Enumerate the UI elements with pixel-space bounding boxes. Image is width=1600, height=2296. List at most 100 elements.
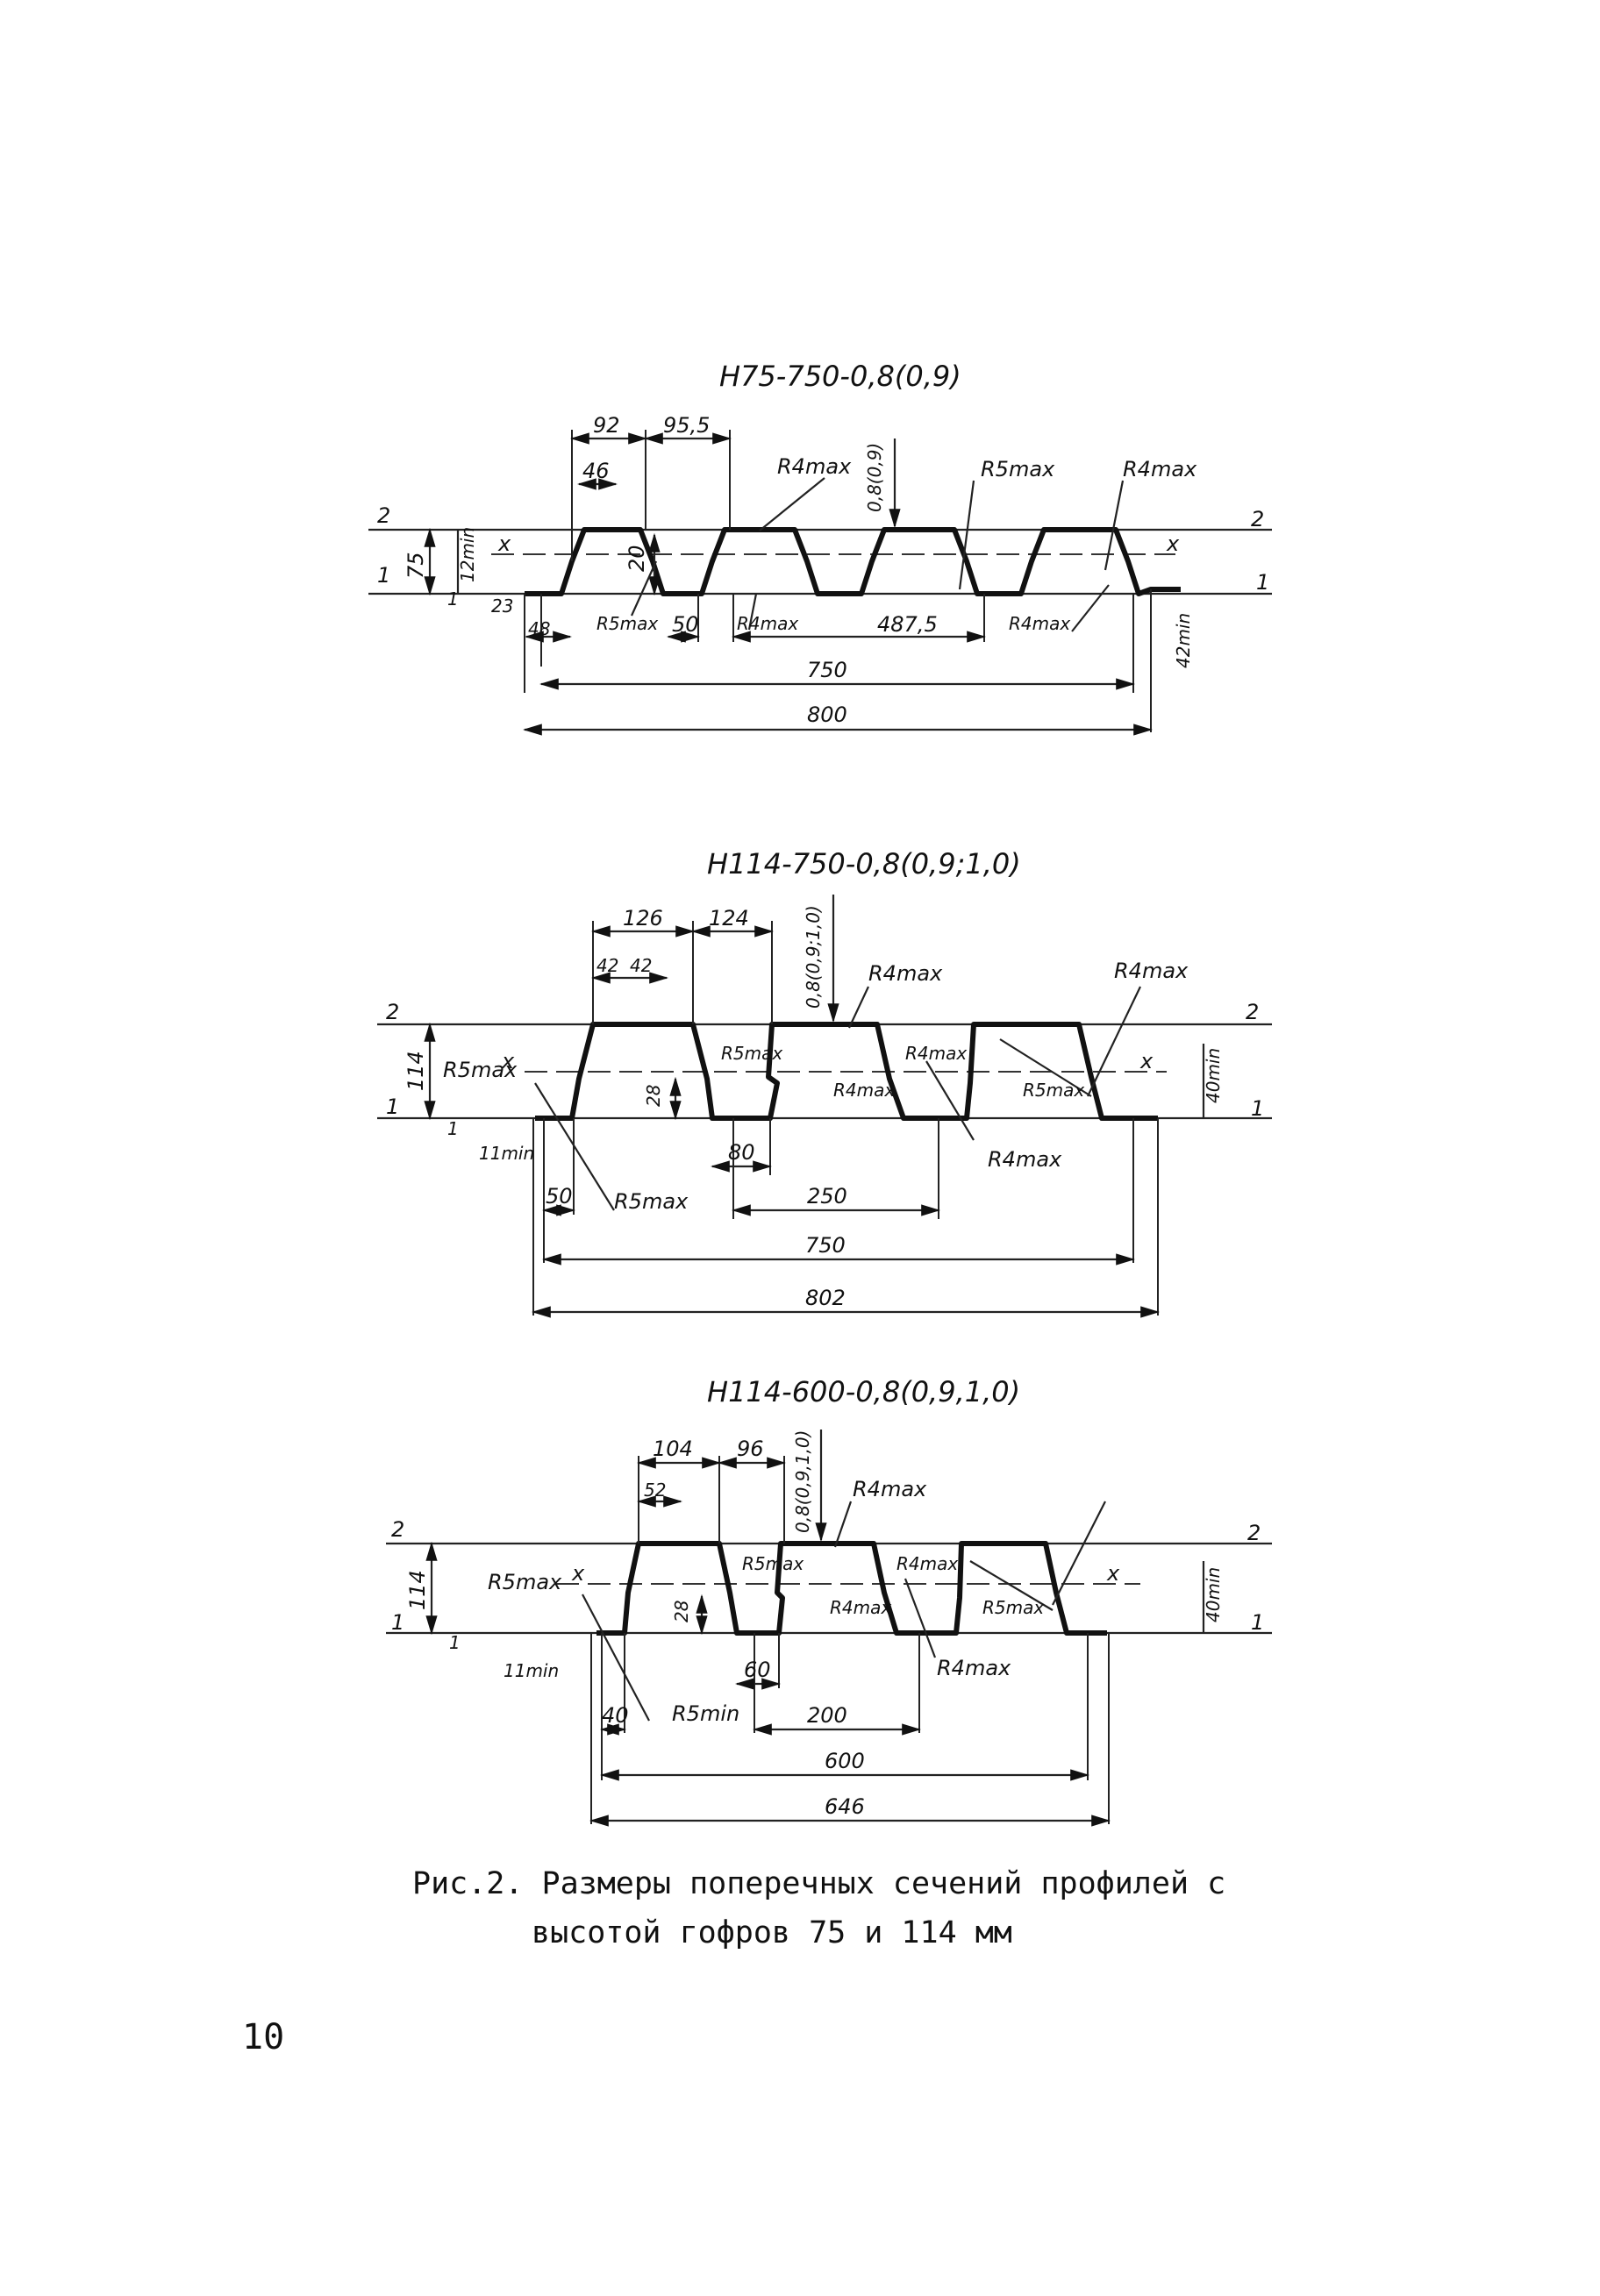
label-level-2-left: 2 — [377, 503, 390, 528]
leader — [999, 1038, 1092, 1097]
label-1-height: 1 — [447, 1118, 459, 1139]
label-250: 250 — [807, 1184, 847, 1209]
label-level-2-right: 2 — [1246, 1000, 1259, 1024]
leader — [958, 480, 975, 590]
label-thickness: 0,8(0,9;1,0) — [803, 905, 824, 1009]
label-r4max: R4max — [777, 454, 852, 479]
leader — [759, 477, 825, 531]
label-r4max: R4max — [833, 1080, 895, 1101]
label-axis-x-left: x — [497, 531, 511, 556]
label-r5max: R5max — [614, 1189, 689, 1214]
label-28: 28 — [671, 1601, 692, 1622]
label-114: 114 — [404, 1051, 428, 1091]
label-level-1-right: 1 — [1251, 1610, 1264, 1635]
leader — [848, 986, 869, 1029]
label-r5max: R5max — [981, 457, 1055, 481]
label-r4max: R4max — [1009, 613, 1070, 634]
label-level-2-right: 2 — [1251, 507, 1264, 531]
label-28: 28 — [643, 1085, 664, 1107]
label-104: 104 — [653, 1437, 693, 1461]
figure-title: H114-600-0,8(0,9,1,0) — [707, 1375, 1020, 1408]
label-r5max: R5max — [488, 1570, 562, 1594]
label-r4max: R4max — [988, 1147, 1062, 1172]
figure-title: H114-750-0,8(0,9;1,0) — [707, 847, 1021, 881]
label-level-1-left: 1 — [386, 1095, 399, 1119]
label-95-5: 95,5 — [663, 413, 710, 438]
label-level-1-left: 1 — [377, 563, 390, 588]
label-r5max: R5max — [443, 1058, 518, 1082]
label-12min: 12min — [457, 527, 478, 582]
label-level-1-left: 1 — [391, 1610, 404, 1635]
label-114: 114 — [405, 1570, 430, 1610]
label-124: 124 — [709, 906, 749, 931]
figure-h114-750: H114-750-0,8(0,9;1,0) 1 2 — [377, 847, 1272, 1318]
label-axis-x-right: x — [1139, 1049, 1154, 1073]
label-40min: 40min — [1203, 1048, 1224, 1103]
label-20: 20 — [625, 545, 649, 572]
label-800: 800 — [807, 702, 847, 727]
label-r5max: R5max — [721, 1043, 782, 1064]
label-r5max: R5max — [982, 1597, 1044, 1618]
label-axis-x-left: x — [571, 1561, 585, 1586]
label-802: 802 — [805, 1286, 846, 1310]
label-96: 96 — [737, 1437, 764, 1461]
leader — [1052, 1501, 1106, 1606]
leader — [969, 1560, 1054, 1611]
leader — [1071, 584, 1110, 632]
label-487-5: 487,5 — [877, 612, 938, 637]
leader — [833, 1501, 853, 1548]
figure-h114-600: H114-600-0,8(0,9,1,0) 104 — [386, 1375, 1272, 1827]
label-80: 80 — [728, 1140, 755, 1165]
label-48: 48 — [528, 618, 550, 639]
caption-line-1: Рис.2. Размеры поперечных сечений профил… — [412, 1866, 1226, 1901]
label-r4max: R4max — [896, 1553, 958, 1574]
label-r4max: R4max — [1114, 959, 1189, 983]
leader — [1087, 986, 1141, 1097]
label-r4max: R4max — [937, 1656, 1011, 1680]
label-axis-x-right: x — [1166, 531, 1180, 556]
label-40min: 40min — [1203, 1567, 1224, 1622]
leader — [582, 1594, 650, 1722]
leader — [1104, 480, 1125, 571]
leader — [534, 1082, 615, 1211]
label-200: 200 — [807, 1703, 847, 1728]
label-11min: 11min — [479, 1143, 534, 1164]
label-r4max: R4max — [830, 1597, 891, 1618]
label-23: 23 — [491, 595, 513, 617]
label-r5max: R5max — [742, 1553, 804, 1574]
label-11min: 11min — [504, 1660, 559, 1681]
label-thickness: 0,8(0,9,1,0) — [792, 1430, 813, 1533]
figure-h75-750: H75-750-0,8(0,9) — [368, 360, 1272, 736]
label-600: 600 — [825, 1749, 865, 1773]
label-1-height: 1 — [447, 588, 459, 610]
label-50: 50 — [546, 1184, 573, 1209]
leader — [925, 1060, 975, 1141]
figure-caption: Рис.2. Размеры поперечных сечений профил… — [412, 1859, 1289, 1957]
label-40: 40 — [602, 1703, 629, 1728]
label-r5min: R5min — [672, 1701, 739, 1726]
label-1-height: 1 — [449, 1632, 461, 1653]
label-level-2-right: 2 — [1247, 1521, 1261, 1545]
leader — [747, 593, 758, 631]
label-50: 50 — [672, 612, 699, 637]
label-axis-x-left: x — [501, 1049, 515, 1073]
label-42: 42 — [630, 955, 652, 976]
label-r4max: R4max — [905, 1043, 967, 1064]
label-r5max: R5max — [1023, 1080, 1084, 1101]
figure-title: H75-750-0,8(0,9) — [719, 360, 961, 393]
label-46: 46 — [582, 459, 610, 483]
label-level-2-left: 2 — [386, 1000, 399, 1024]
profile-outline — [525, 527, 1181, 596]
leader — [904, 1578, 937, 1658]
leader — [630, 560, 658, 617]
label-750: 750 — [805, 1233, 846, 1258]
label-75: 75 — [404, 552, 428, 579]
label-42: 42 — [596, 955, 618, 976]
label-r4max: R4max — [853, 1477, 927, 1501]
label-level-1-right: 1 — [1251, 1096, 1264, 1121]
page-number: 10 — [242, 2017, 285, 2057]
label-60: 60 — [744, 1658, 771, 1682]
caption-line-2: высотой гофров 75 и 114 мм — [532, 1915, 1012, 1950]
label-r5max: R5max — [596, 613, 658, 634]
